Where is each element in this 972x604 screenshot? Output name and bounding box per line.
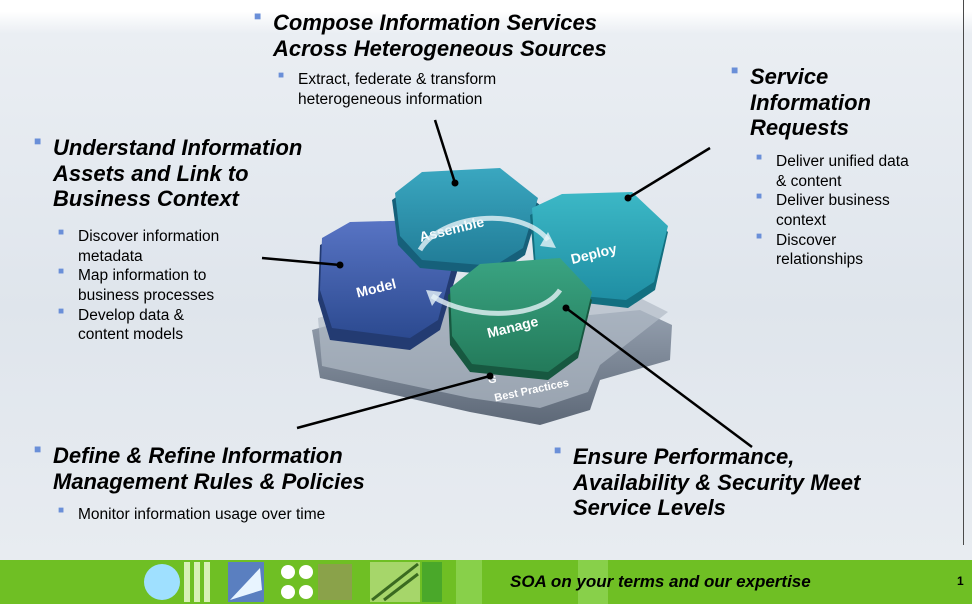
right-border-line [963,0,964,545]
connector-compose [433,119,457,184]
base-label-letter: G [488,374,497,386]
compose-heading: ■ Compose Information Services Across He… [254,9,607,61]
bullet-icon: ■ [278,70,285,81]
list-item: ■ Monitor information usage over time [58,505,326,525]
define-item1: Monitor information usage over time [78,506,326,523]
list-item: ■ Discover information metadata [58,227,220,266]
connector-dot-ensure [562,304,570,312]
cycle-arrowhead-bottom [426,290,442,306]
bullet-icon: ■ [58,505,65,516]
service-item1-line2: & content [776,172,842,190]
understand-heading-line3: Business Context [53,186,239,212]
connector-dot-understand [336,261,344,269]
connector-understand [261,256,341,267]
list-item: ■ Extract, federate & transform heteroge… [278,70,497,109]
list-item: ■ Map information to business processes [58,266,219,305]
define-list: ■ Monitor information usage over time [58,505,326,525]
compose-list: ■ Extract, federate & transform heteroge… [278,70,497,109]
list-item: ■ Deliver unified data & content [756,152,909,191]
bullet-icon: ■ [58,227,65,238]
understand-item2-line2: business processes [78,287,215,305]
cycle-arrow-bottom [430,288,563,316]
compose-heading-line2: Across Heterogeneous Sources [273,35,607,61]
connector-service [627,146,711,200]
compose-item1-line2: heterogeneous information [298,90,483,108]
understand-item3-line2: content models [78,326,184,344]
service-item1-line1: Deliver unified data [776,153,909,170]
service-item3-line1: Discover [776,231,837,249]
list-item: ■ Discover relationships [756,231,909,270]
bullet-icon: ■ [34,442,42,456]
compose-item1-line1: Extract, federate & transform [298,71,497,88]
bullet-icon: ■ [58,266,65,278]
bullet-icon: ■ [554,443,562,457]
service-heading-line2: Information [750,89,871,115]
bullet-icon: ■ [58,305,65,317]
hex-manage [450,258,592,372]
bullet-icon: ■ [254,9,262,23]
ensure-heading: ■ Ensure Performance, Availability & Sec… [554,443,861,521]
page-number: 1 [957,574,964,588]
define-heading-line2: Management Rules & Policies [53,468,365,494]
ensure-heading-line2: Availability & Security Meet [573,469,861,495]
understand-heading: ■ Understand Information Assets and Link… [34,134,303,212]
hex-assemble [395,168,538,266]
cycle-arrowhead-top [540,232,556,248]
understand-heading-line2: Assets and Link to [53,160,249,186]
define-heading: ■ Define & Refine Information Management… [34,442,365,494]
bullet-icon: ■ [756,191,763,203]
understand-item2-line1: Map information to [78,267,207,285]
footer-image-strip [140,560,610,604]
understand-item1-line1: Discover information [78,228,220,245]
service-list: ■ Deliver unified data & content ■ Deliv… [756,152,909,270]
cycle-arrow-top [417,215,550,252]
ensure-heading-line3: Service Levels [573,495,726,521]
bullet-icon: ■ [756,152,763,163]
connector-dot-service [624,194,632,202]
define-heading-line1: Define & Refine Information [53,443,343,468]
connector-define [296,374,491,430]
bullet-icon: ■ [731,63,739,77]
footer-tagline: SOA on your terms and our expertise [510,572,811,591]
understand-item3-line1: Develop data & [78,306,184,324]
service-item2-line1: Deliver business [776,192,890,210]
service-item2-line2: context [776,212,826,230]
connector-dot-define [486,372,494,380]
service-item3-line2: relationships [776,251,864,269]
service-heading-line1: Service [750,64,829,89]
service-heading: ■ Service Information Requests [731,63,871,141]
bullet-icon: ■ [34,134,42,148]
connector-ensure [565,306,753,449]
bullet-icon: ■ [756,230,763,242]
list-item: ■ Deliver business context [756,191,909,230]
understand-item1-line2: metadata [78,247,143,265]
service-heading-line3: Requests [750,115,850,141]
compose-heading-line1: Compose Information Services [273,10,597,35]
understand-heading-line1: Understand Information [53,135,303,160]
governance-diagram: G Best Practices Model Assemble Deploy M… [261,119,753,449]
connector-dot-compose [451,179,459,187]
understand-list: ■ Discover information metadata ■ Map in… [58,227,220,345]
ensure-heading-line1: Ensure Performance, [573,444,795,469]
list-item: ■ Develop data & content models [58,306,219,345]
